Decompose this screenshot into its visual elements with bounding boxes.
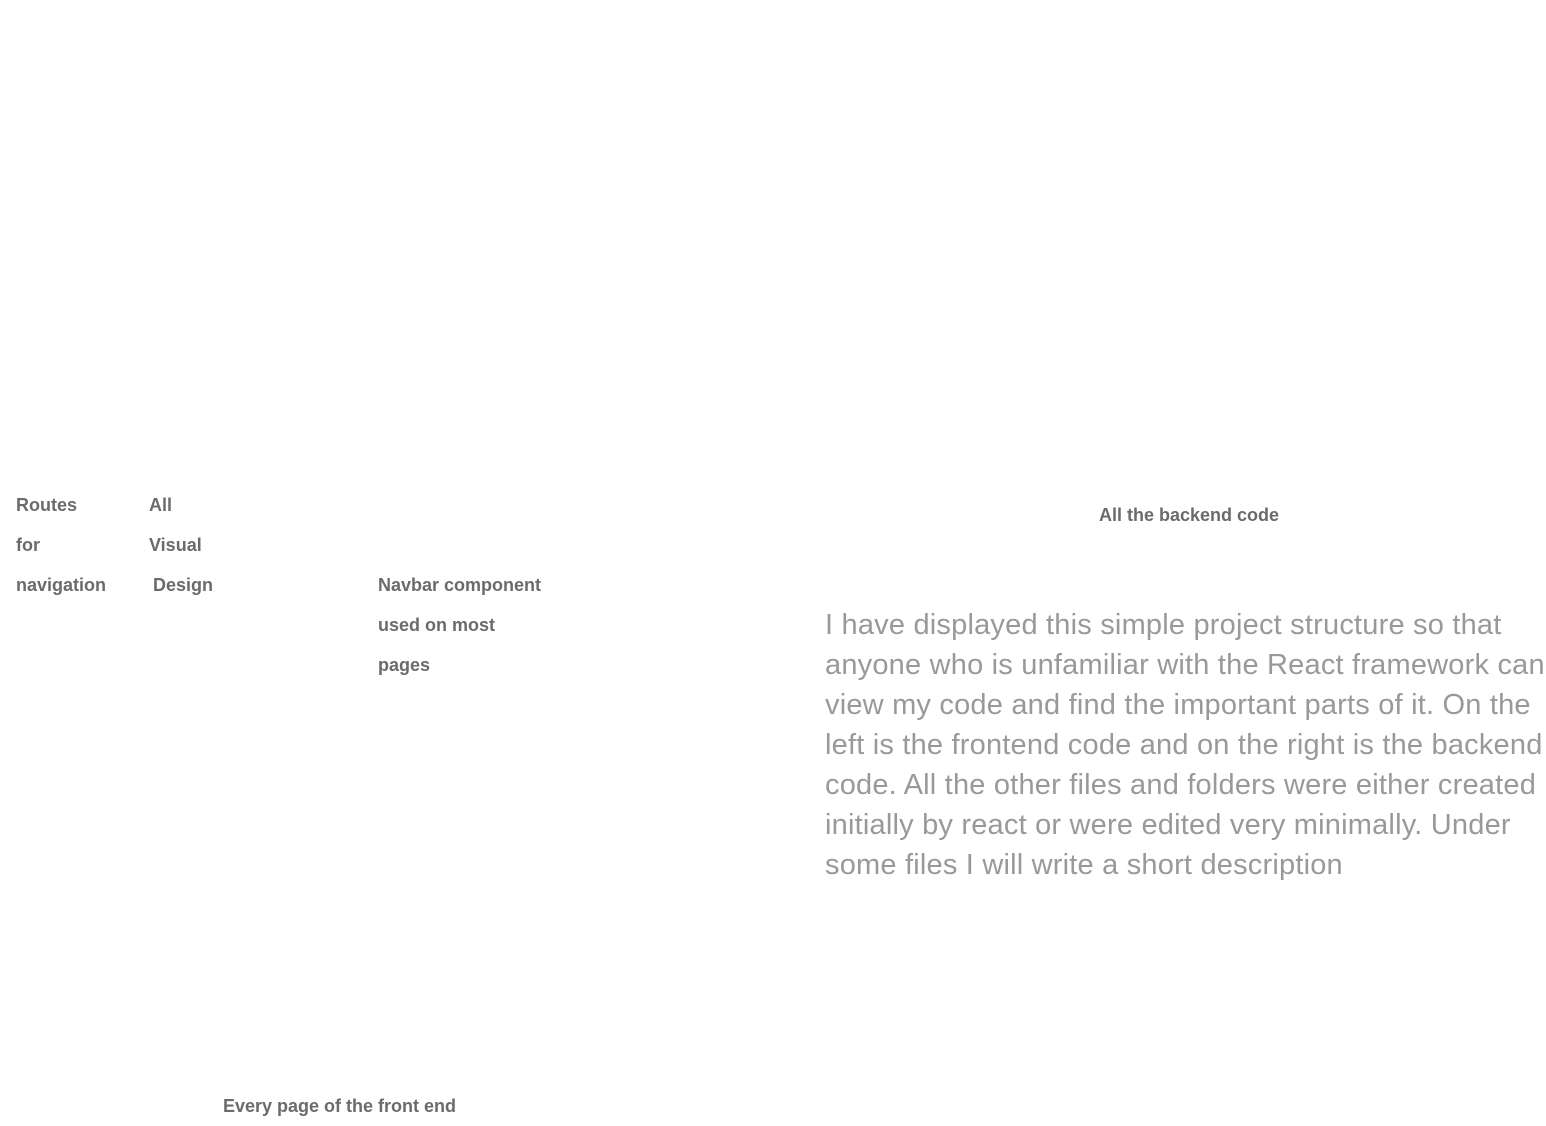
annotation-navbar-line-3: pages bbox=[378, 655, 431, 675]
annotation-visual-design-line-1: All bbox=[149, 495, 173, 515]
annotation-navbar-line-1: Navbar component bbox=[378, 575, 542, 595]
annotation-visual-design: All Visual Design bbox=[149, 485, 213, 605]
annotation-routes: Routes for navigation bbox=[16, 485, 106, 605]
annotation-routes-line-3: navigation bbox=[16, 575, 107, 595]
annotation-navbar-line-2: used on most bbox=[378, 615, 496, 635]
annotation-pages-text: Every page of the front end bbox=[223, 1096, 457, 1116]
annotation-navbar: Navbar component used on most pages bbox=[378, 565, 541, 685]
annotation-routes-line-1: Routes bbox=[16, 495, 78, 515]
annotation-visual-design-line-3: Design bbox=[153, 575, 214, 595]
annotation-pages: Every page of the front end bbox=[223, 1086, 456, 1126]
annotation-backend: All the backend code bbox=[1099, 495, 1279, 535]
project-description: I have displayed this simple project str… bbox=[825, 609, 1545, 881]
annotation-visual-design-line-2: Visual bbox=[149, 535, 202, 555]
annotation-backend-text: All the backend code bbox=[1099, 505, 1280, 525]
annotation-routes-line-2: for bbox=[16, 535, 40, 555]
